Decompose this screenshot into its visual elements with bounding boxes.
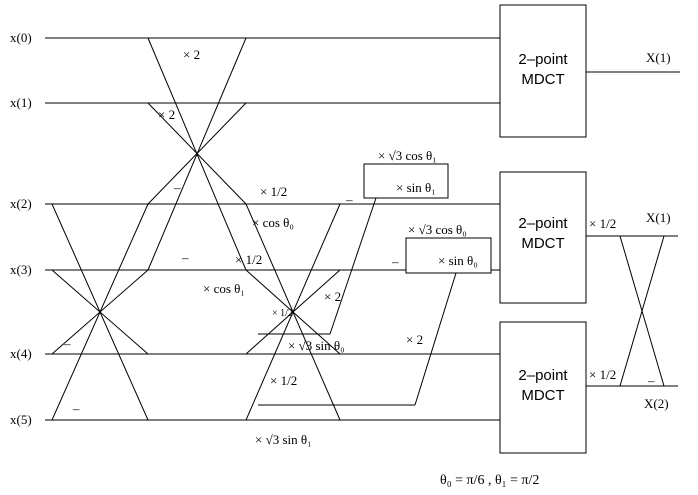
input-label: x(0) — [10, 30, 32, 45]
minus-signs: – – – – – – – — [63, 180, 655, 416]
multiplier-label: × 1/2 — [260, 184, 287, 199]
signal-lines — [45, 37, 500, 421]
minus-sign: – — [391, 254, 399, 269]
block-title: MDCT — [521, 235, 564, 252]
minus-sign: – — [647, 373, 655, 388]
output-label: X(1) — [646, 50, 671, 65]
input-label: x(3) — [10, 262, 32, 277]
block-title: MDCT — [521, 387, 564, 404]
multiplier-labels: × 2 × 2 × 1/2 × cos θ₀ × 1/2 × cos θ₁ × … — [158, 47, 616, 447]
rotation-box-0 — [405, 237, 492, 274]
parameter-note: θ₀ = π/6 , θ₁ = π/2 — [440, 473, 539, 488]
branch-d — [414, 272, 457, 406]
cross-x2-x1 — [147, 102, 247, 205]
output-label: X(1) — [646, 210, 671, 225]
output-labels: X(1) X(1) X(2) — [644, 50, 671, 411]
minus-sign: – — [345, 192, 353, 207]
multiplier-label: × sin θ₀ — [438, 253, 478, 268]
multiplier-label: × cos θ₁ — [203, 281, 245, 296]
input-label: x(4) — [10, 346, 32, 361]
output-label: X(2) — [644, 396, 669, 411]
input-labels: x(0) x(1) x(2) x(3) x(4) x(5) — [10, 30, 32, 427]
mdct-block-top — [499, 4, 587, 138]
output-cross-b — [619, 235, 665, 387]
block-title: 2–point — [518, 215, 568, 232]
input-label: x(5) — [10, 412, 32, 427]
block-title: 2–point — [518, 367, 568, 384]
multiplier-label: × √3 cos θ₁ — [378, 148, 437, 163]
minus-sign: – — [63, 336, 71, 351]
multiplier-label: × sin θ₁ — [396, 180, 436, 195]
minus-sign: – — [181, 250, 189, 265]
branch-b — [329, 197, 377, 335]
rotation-box-1 — [363, 163, 449, 199]
multiplier-label: × 1/2 — [270, 373, 297, 388]
multiplier-label: × √3 sin θ₁ — [255, 432, 312, 447]
multiplier-label: × 1/2 — [589, 216, 616, 231]
cross-x4-x3b — [245, 269, 341, 355]
mdct-block-bottom — [499, 321, 587, 454]
rotation-branches — [258, 163, 492, 406]
multiplier-label: × 1/2 — [235, 252, 262, 267]
multiplier-label: × 2 — [324, 289, 341, 304]
multiplier-label: × √3 sin θ₀ — [288, 338, 345, 353]
cross-x4-x3 — [51, 269, 149, 355]
multiplier-label: × cos θ₀ — [252, 215, 294, 230]
input-label: x(1) — [10, 95, 32, 110]
multiplier-label: × 1/2 — [272, 308, 293, 319]
multiplier-label: × 2 — [183, 47, 200, 62]
multiplier-label: × 2 — [406, 332, 423, 347]
mdct-blocks — [499, 4, 680, 454]
block-title: 2–point — [518, 51, 568, 68]
minus-sign: – — [173, 180, 181, 195]
input-label: x(2) — [10, 196, 32, 211]
block-labels: 2–point MDCT 2–point MDCT 2–point MDCT — [518, 51, 568, 404]
minus-sign: – — [72, 401, 80, 416]
block-title: MDCT — [521, 71, 564, 88]
multiplier-label: × √3 cos θ₀ — [408, 222, 467, 237]
mdct-block-middle — [499, 171, 587, 304]
multiplier-label: × 1/2 — [589, 367, 616, 382]
multiplier-label: × 2 — [158, 107, 175, 122]
butterfly-crossings — [51, 37, 341, 421]
